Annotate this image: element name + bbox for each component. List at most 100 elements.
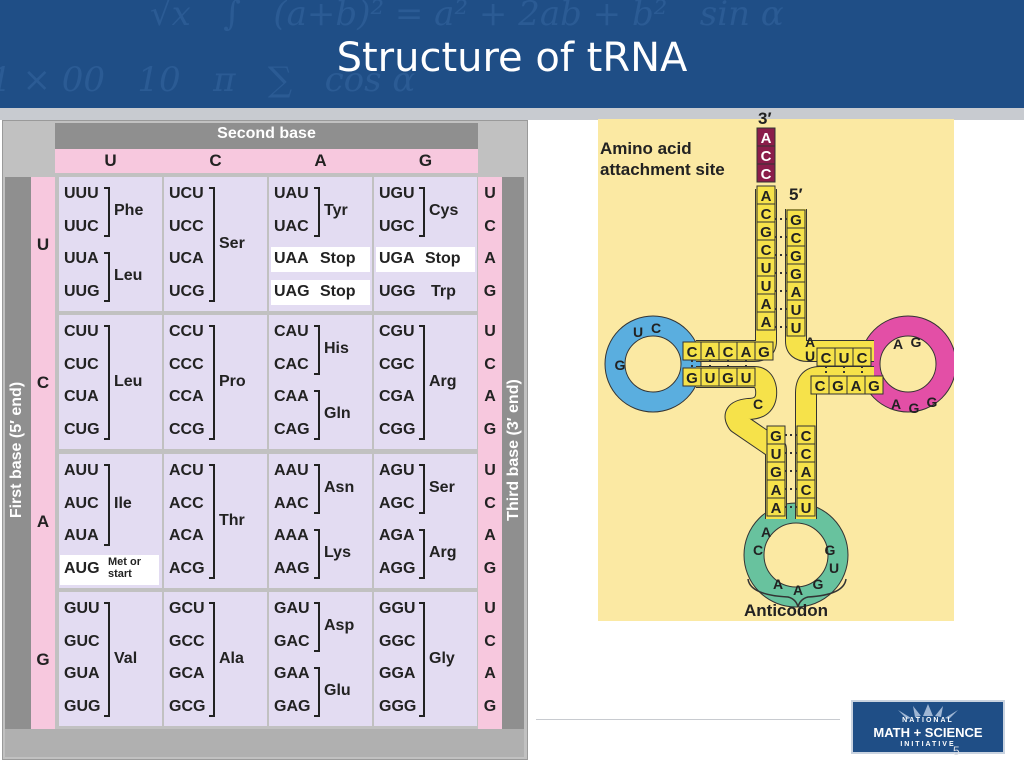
first-base-column [31,177,55,729]
t-arm-top-U: U [839,350,850,367]
acceptor-right-ribbon-outline [785,209,874,362]
t-arm-bottom-G: G [868,378,880,395]
background-math-decoration: √x ∫ (a+b)² = a² + 2ab + b² sin α [150,0,784,34]
start-label-line1: Met or [108,556,141,568]
codon-block-CC [164,315,267,449]
t-loop-base-4: G [927,394,938,410]
amino-acid-Pro: Pro [219,372,246,390]
t-arm-top-C: C [857,350,868,367]
codon-UUG: UUG [64,283,100,300]
t-arm-bottom-C: C [815,378,826,395]
codon-GUU: GUU [64,600,100,617]
codon-bracket [419,325,425,440]
anticodon-loop-base-2: G [825,542,836,558]
nmsi-logo: NATIONAL MATH + SCIENCE INITIATIVE [851,700,1005,754]
d-loop-base-C: C [651,320,661,336]
codon-bracket [104,325,110,440]
codon-GGU: GGU [379,600,416,617]
codon-bracket [314,187,320,237]
logo-line3: INITIATIVE [900,741,956,748]
amino-acid-label-line1: Amino acid [600,139,692,158]
first-base-strip [5,177,31,729]
codon-block-AC [164,454,267,588]
anticodon-stem-right-A: A [801,464,812,481]
codon-GAU: GAU [274,600,310,617]
anticodon-base-1: A [793,582,803,598]
codon-ACC: ACC [169,495,204,512]
acc-base-A: A [761,130,772,147]
codon-bracket [209,325,215,440]
third-base-U-A: A [484,250,496,267]
t-loop-base-5: U [805,348,815,364]
codon-GAG: GAG [274,698,311,715]
codon-AUG: AUG [64,560,100,577]
second-base-label: Second base [217,125,316,142]
d-arm-top-G: G [758,344,770,361]
amino-acid-Ser: Ser [429,479,455,496]
codon-UUC: UUC [64,218,99,235]
first-base-label: First base (5′ end) [8,381,25,519]
t-loop-base-1: G [911,334,922,350]
codon-CCC: CCC [169,356,204,373]
second-base-C: C [209,151,222,170]
amino-acid-Ile: Ile [114,495,132,512]
codon-bracket [104,464,110,546]
codon-bracket [104,187,110,237]
first-base-C: C [36,373,50,392]
codon-GUA: GUA [64,665,100,682]
t-loop-base-3: G [909,400,920,416]
second-base-A: A [314,151,327,170]
acceptor-left-A: A [761,314,772,331]
slide-title: Structure of tRNA [336,35,688,81]
d-arm-top-A: A [741,344,752,361]
codon-CCA: CCA [169,388,204,405]
amino-acid-Val: Val [114,649,138,667]
first-base-A: A [36,512,50,531]
codon-GAC: GAC [274,633,310,650]
codon-GCA: GCA [169,665,205,682]
codon-AGA: AGA [379,527,415,544]
background-math-decoration-2: 1 × 00 10 π ∑ cos α [0,60,416,100]
t-arm-bottom-G-box [864,375,884,395]
amino-acid-Thr: Thr [219,511,245,529]
amino-acid-Gly: Gly [429,649,455,667]
second-base-row [55,149,478,173]
anticodon-loop-base-0: A [761,524,771,540]
codon-UGC: UGC [379,218,415,235]
codon-CUU: CUU [64,323,99,340]
codon-CUG: CUG [64,421,100,438]
codon-bracket [419,529,425,579]
anticodon-base-2: G [813,576,824,592]
anticodon-label: Anticodon [744,601,829,620]
stop-codon-label: Stop [425,250,461,267]
codon-bracket [314,529,320,579]
stop-highlight [376,247,475,272]
codon-block-GU [59,592,162,726]
anticodon-stem-left-U: U [771,446,782,463]
third-base-C-G: G [483,421,497,438]
codon-GAA: GAA [274,665,310,682]
d-arm-bottom-G: G [686,370,698,387]
d-loop [605,316,701,412]
d-arm-bottom-U-box [736,367,756,387]
acc-base-C-box [756,163,776,183]
amino-acid-Ala: Ala [219,649,244,667]
start-label-line2: start [108,568,132,580]
d-arm-bottom-U: U [705,370,716,387]
acceptor-left-A: A [761,188,772,205]
codon-GGA: GGA [379,665,416,682]
anticodon-stem-left-A: A [771,500,782,517]
codon-UAA: UAA [274,250,309,267]
amino-acid-Asn: Asn [324,479,355,496]
d-arm-bottom-U: U [741,370,752,387]
footer-rule [536,719,840,720]
amino-acid-Arg: Arg [429,544,457,561]
anticodon-stem-right-C: C [801,482,812,499]
third-base-G-U: U [484,600,496,617]
amino-acid-Asp: Asp [324,617,355,634]
d-arm-top-C: C [723,344,734,361]
start-highlight [60,555,159,585]
acc-base-C: C [761,166,772,183]
